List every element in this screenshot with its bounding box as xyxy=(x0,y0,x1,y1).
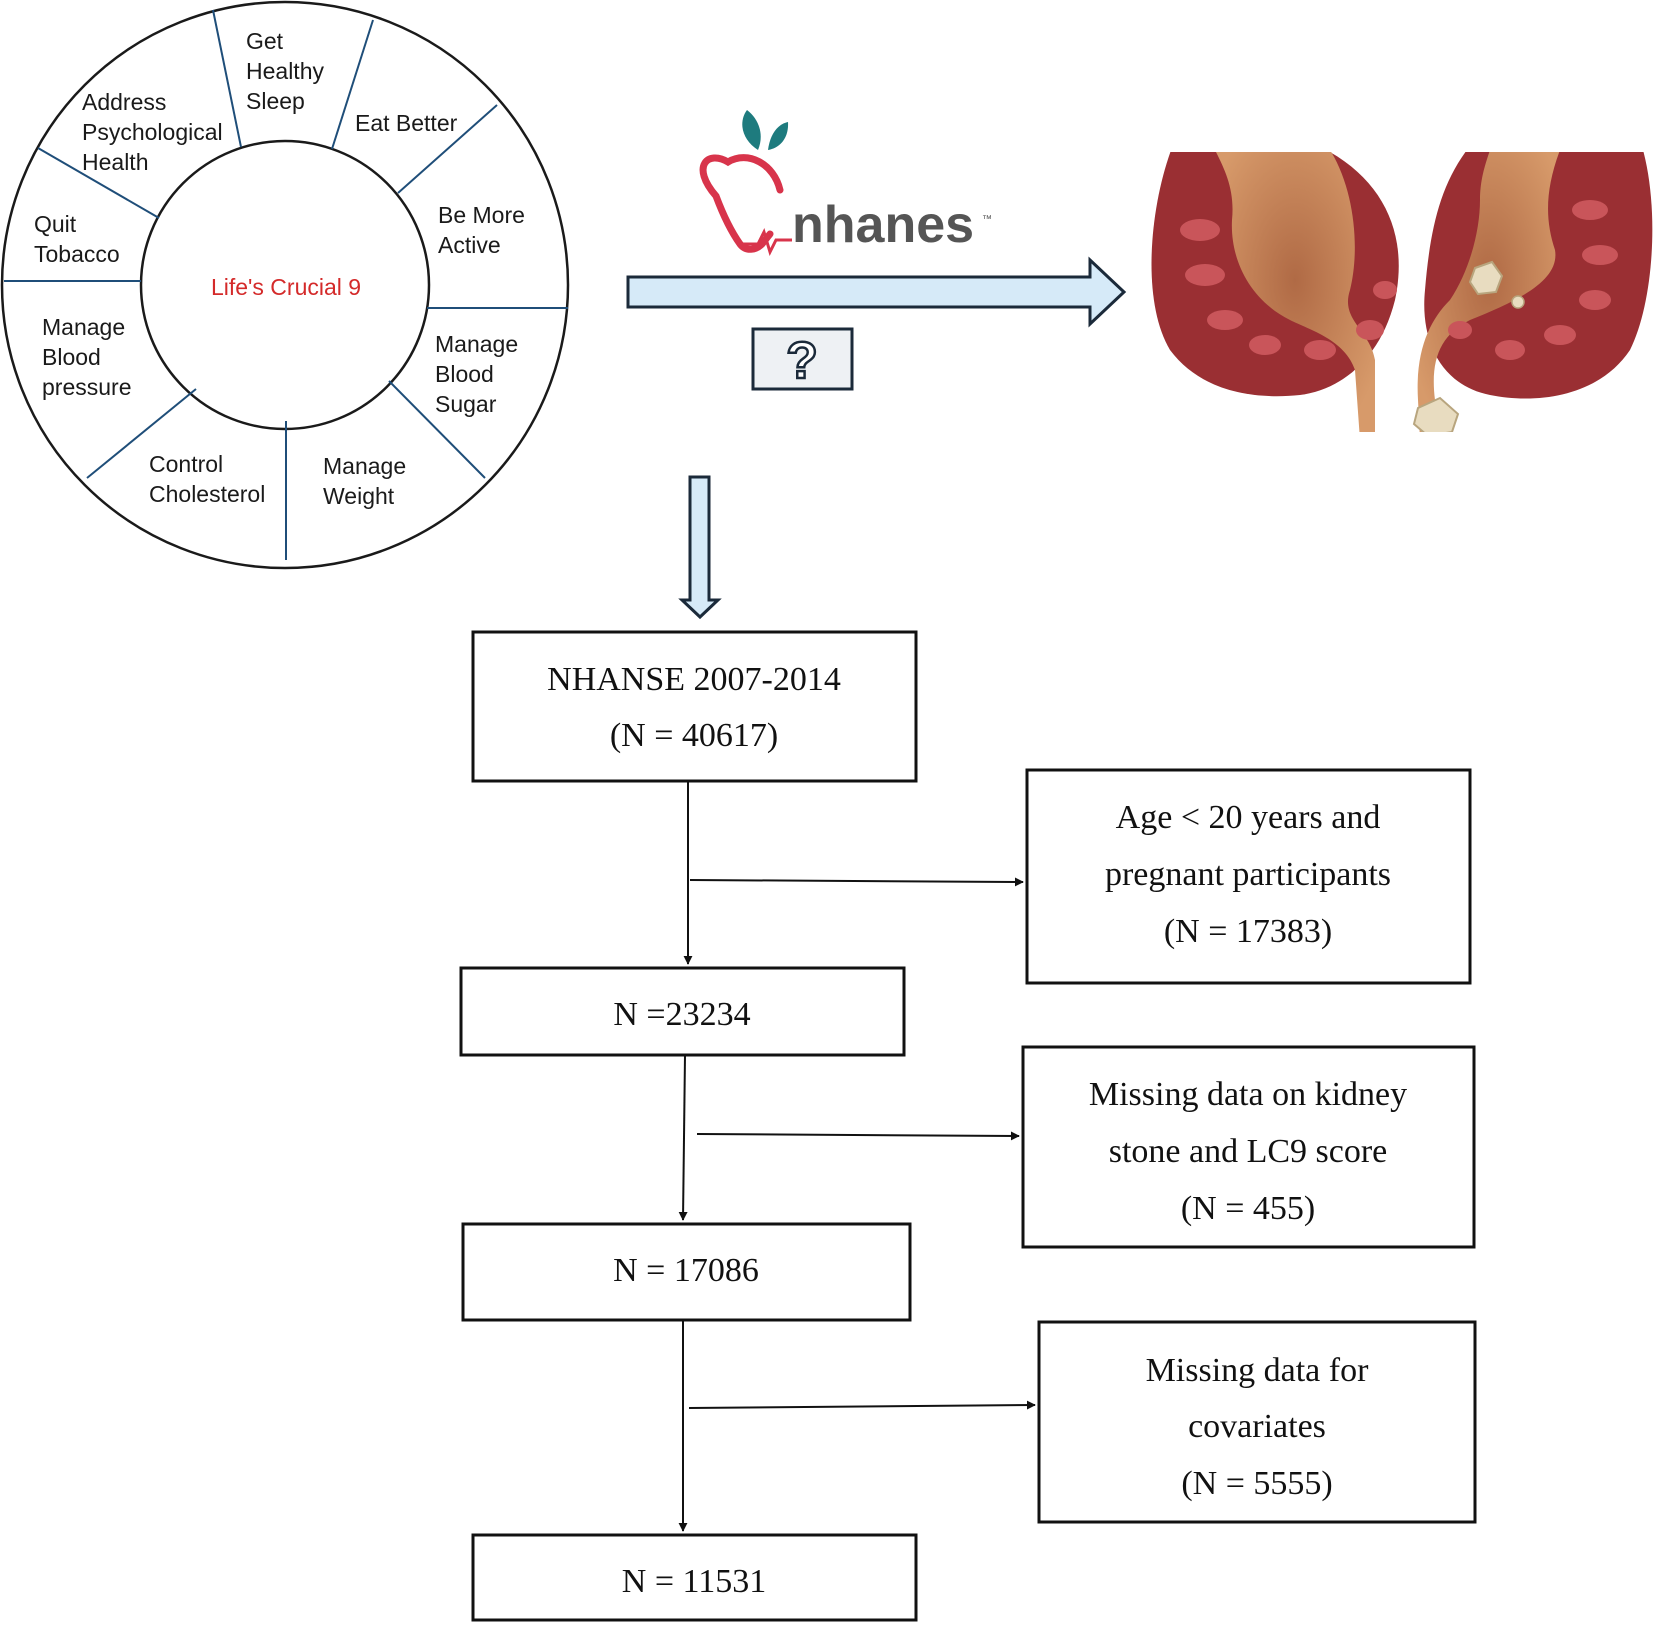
segment-label-line: Manage xyxy=(42,314,125,340)
wheel-divider xyxy=(397,104,498,194)
segment-sleep: Get Healthy Sleep xyxy=(246,28,324,114)
flow-box-frame xyxy=(1025,768,1472,985)
apple-outline-icon xyxy=(699,154,784,253)
flowchart: NHANSE 2007-2014 (N = 40617) N =23234 N … xyxy=(459,630,1477,1622)
flow-arrow-right xyxy=(696,1131,1020,1141)
flow-box-frame xyxy=(1021,1045,1476,1249)
flow-arrow-right xyxy=(688,1400,1036,1410)
flow-box-step2: N = 17086 xyxy=(461,1222,912,1322)
flow-box-line: N = 11531 xyxy=(622,1563,766,1600)
segment-label-line: Manage xyxy=(435,331,518,357)
segment-label-line: Active xyxy=(438,232,501,258)
flow-box-line: N =23234 xyxy=(613,996,750,1033)
segment-eat: Eat Better xyxy=(355,110,458,136)
flow-arrow-down xyxy=(678,1054,688,1221)
flow-box-final: N = 11531 xyxy=(471,1533,918,1622)
segment-label-line: Get xyxy=(246,28,284,54)
flow-box-line: stone and LC9 score xyxy=(1109,1133,1388,1170)
question-box-frame xyxy=(751,327,854,391)
flow-box-line: covariates xyxy=(1188,1408,1326,1445)
segment-label-line: Control xyxy=(149,451,223,477)
segment-weight: Manage Weight xyxy=(323,453,406,509)
flow-box-frame xyxy=(461,1222,912,1322)
segment-active: Be More Active xyxy=(438,202,525,258)
segment-label-line: Healthy xyxy=(246,58,324,84)
segment-label-line: Cholesterol xyxy=(149,481,265,507)
wheel-divider xyxy=(37,147,160,219)
segment-label-line: Sleep xyxy=(246,88,305,114)
flow-box-exclusion-3: Missing data for covariates (N = 5555) xyxy=(1037,1320,1477,1524)
segment-bp: Manage Blood pressure xyxy=(42,314,131,400)
segment-label-line: Psychological xyxy=(82,119,223,145)
apple-leaf-icon xyxy=(768,122,789,150)
wheel-divider xyxy=(212,9,242,148)
flow-box-exclusion-2: Missing data on kidney stone and LC9 sco… xyxy=(1021,1045,1476,1249)
nhanes-logo: nhanes ™ xyxy=(699,110,992,257)
segment-label-line: Address xyxy=(82,89,166,115)
segment-label-line: Weight xyxy=(323,483,395,509)
lc9-wheel: Life's Crucial 9 Get Healthy Sleep Eat B… xyxy=(0,0,570,570)
flow-box-line: Missing data on kidney xyxy=(1089,1076,1407,1113)
segment-label-line: Manage xyxy=(323,453,406,479)
kidney-stone-icon xyxy=(1412,396,1460,432)
flow-box-line: pregnant participants xyxy=(1105,856,1391,893)
flow-box-frame xyxy=(471,1533,918,1622)
flow-box-frame xyxy=(1037,1320,1477,1524)
segment-label-line: Health xyxy=(82,149,148,175)
flow-box-line: (N = 455) xyxy=(1181,1190,1315,1227)
question-mark-icon: ? xyxy=(786,332,818,390)
flow-box-frame xyxy=(471,630,918,783)
flow-box-step1: N =23234 xyxy=(459,966,906,1057)
segment-label-line: Blood xyxy=(435,361,494,387)
flow-box-line: N = 17086 xyxy=(613,1252,759,1289)
kidney-illustration xyxy=(1151,152,1653,432)
wheel-center-label: Life's Crucial 9 xyxy=(211,274,361,300)
wheel-divider xyxy=(331,19,374,150)
segment-label-line: Tobacco xyxy=(34,241,120,267)
logo-trademark: ™ xyxy=(982,214,992,225)
flow-box-frame xyxy=(459,966,906,1057)
flow-box-line: (N = 17383) xyxy=(1164,913,1332,950)
horizontal-block-arrow xyxy=(626,256,1127,328)
segment-label-line: Quit xyxy=(34,211,77,237)
flow-box-line: Age < 20 years and xyxy=(1116,799,1381,836)
segment-cholesterol: Control Cholesterol xyxy=(149,451,265,507)
segment-label-line: pressure xyxy=(42,374,131,400)
wheel-divider xyxy=(86,388,197,479)
kidney-stone-icon xyxy=(1468,260,1504,296)
left-kidney-pelvis xyxy=(1215,152,1375,432)
wheel-divider xyxy=(388,380,486,479)
segment-label-line: Eat Better xyxy=(355,110,458,136)
flow-box-exclusion-1: Age < 20 years and pregnant participants… xyxy=(1025,768,1472,985)
segment-sugar: Manage Blood Sugar xyxy=(435,331,518,417)
apple-leaf-icon xyxy=(742,110,761,150)
segment-label-line: Be More xyxy=(438,202,525,228)
heartbeat-icon xyxy=(738,227,792,257)
segment-label-line: Blood xyxy=(42,344,101,370)
flow-box-line: Missing data for xyxy=(1146,1352,1370,1389)
segment-tobacco: Quit Tobacco xyxy=(34,211,120,267)
segment-label-line: Sugar xyxy=(435,391,497,417)
vertical-block-arrow xyxy=(678,475,722,620)
segment-psych: Address Psychological Health xyxy=(82,89,223,175)
logo-wordmark: nhanes xyxy=(792,196,974,254)
flow-box-line: (N = 5555) xyxy=(1181,1465,1332,1502)
flow-box-start: NHANSE 2007-2014 (N = 40617) xyxy=(471,630,918,783)
flow-box-line: NHANSE 2007-2014 xyxy=(547,661,841,698)
flow-box-line: (N = 40617) xyxy=(610,717,778,754)
question-box: ? xyxy=(751,327,854,391)
kidney-stone-icon xyxy=(1511,295,1525,309)
flow-arrow-right xyxy=(689,877,1024,887)
wheel-dividers xyxy=(4,9,568,560)
